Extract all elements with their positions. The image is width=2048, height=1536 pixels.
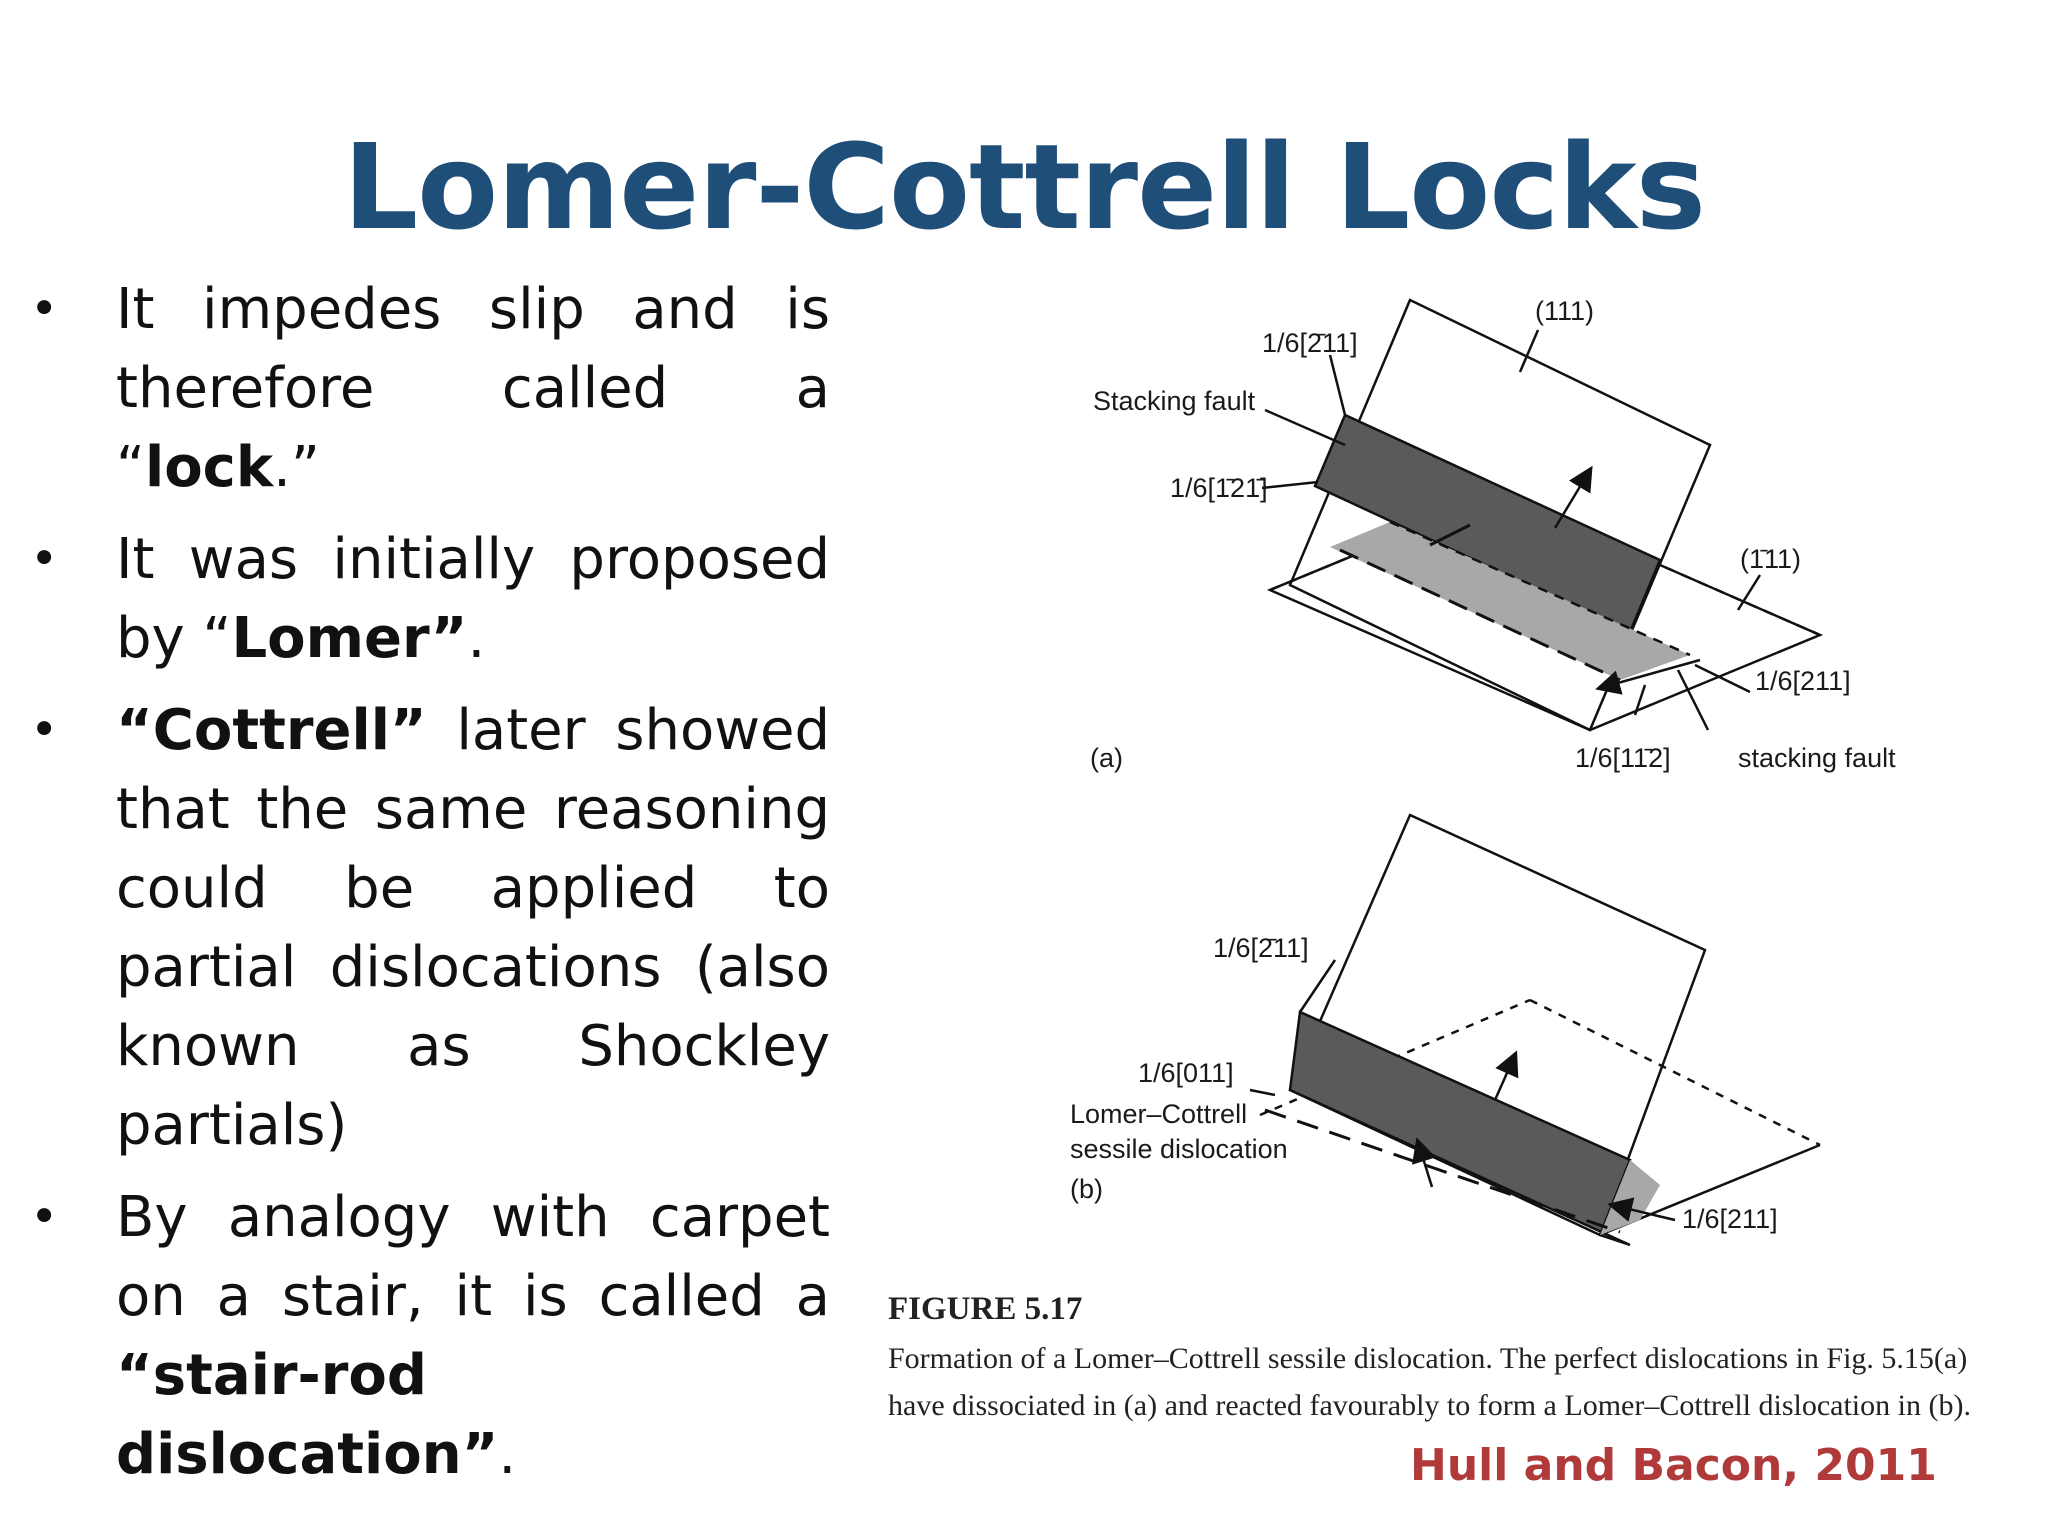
label-panel-a: (a) bbox=[1090, 743, 1123, 773]
label-lc-line1: Lomer–Cottrell bbox=[1070, 1099, 1247, 1129]
bullet-list: • It impedes slip and is therefore called… bbox=[30, 270, 830, 1507]
caption-text: Formation of a Lomer–Cottrell sessile di… bbox=[888, 1342, 1971, 1422]
label-lc-line2: sessile dislocation bbox=[1070, 1134, 1288, 1164]
panel-b bbox=[1249, 813, 1821, 1247]
bullet-text: “Cottrell” later showed that the same re… bbox=[116, 698, 830, 1158]
label-b-vec-011: 1/6[011] bbox=[1138, 1058, 1234, 1088]
figure-number: FIGURE 5.17 bbox=[888, 1291, 1083, 1327]
bullet-run: later showed that the same reasoning cou… bbox=[116, 698, 830, 1158]
bullet-bold-run: lock bbox=[145, 435, 274, 500]
bullet-text: By analogy with carpet on a stair, it is… bbox=[116, 1185, 830, 1487]
bullet-item: • It impedes slip and is therefore called… bbox=[30, 270, 830, 507]
label-stacking-fault-lower: stacking fault bbox=[1738, 743, 1896, 773]
label-panel-b: (b) bbox=[1070, 1174, 1103, 1204]
label-b-vec-m211: 1/6[2̄11] bbox=[1213, 933, 1309, 963]
bullet-item: • By analogy with carpet on a stair, it i… bbox=[30, 1178, 830, 1494]
bullet-run: .” bbox=[273, 435, 320, 500]
label-a-vec-1m2m1: 1/6[1̄21̄] bbox=[1170, 473, 1268, 503]
label-b-vec-211: 1/6[211] bbox=[1682, 1204, 1778, 1234]
bullet-run: It was initially proposed by “ bbox=[116, 527, 830, 671]
slide-title: Lomer-Cottrell Locks bbox=[342, 118, 1706, 256]
bullet-run: . bbox=[498, 1422, 517, 1487]
panel-a bbox=[1261, 298, 1824, 732]
label-a-vec-1m12: 1/6[11̄2] bbox=[1575, 743, 1671, 773]
bullet-text: It was initially proposed by “Lomer”. bbox=[116, 527, 830, 671]
label-a-vec-m211: 1/6[2̄11] bbox=[1262, 328, 1358, 358]
lomer-cottrell-figure: (111) 1/6[2̄11] Stacking fault 1/6[1̄21̄… bbox=[1000, 260, 2000, 1260]
bullet-item: • It was initially proposed by “Lomer”. bbox=[30, 520, 830, 678]
lomer-cottrell-fault bbox=[1288, 1010, 1632, 1247]
figure-caption: FIGURE 5.17 Formation of a Lomer–Cottrel… bbox=[888, 1286, 2008, 1429]
bullet-dot: • bbox=[30, 702, 59, 758]
bullet-run: It impedes slip and is therefore called … bbox=[116, 277, 830, 500]
bullet-run: By analogy with carpet on a stair, it is… bbox=[116, 1185, 830, 1329]
bullet-dot: • bbox=[30, 281, 59, 337]
bullet-item: • “Cottrell” later showed that the same r… bbox=[30, 691, 830, 1165]
bullet-text: It impedes slip and is therefore called … bbox=[116, 277, 830, 500]
label-stacking-fault-upper: Stacking fault bbox=[1093, 386, 1256, 416]
bullet-bold-run: “Cottrell” bbox=[116, 698, 427, 763]
label-a-vec-211: 1/6[211] bbox=[1755, 666, 1851, 696]
bullet-dot: • bbox=[30, 531, 59, 587]
bullet-dot: • bbox=[30, 1189, 59, 1245]
stacking-fault-lower bbox=[1330, 522, 1690, 680]
bullet-bold-run: “stair-rod dislocation” bbox=[116, 1343, 499, 1487]
citation: Hull and Bacon, 2011 bbox=[1410, 1440, 1937, 1491]
bullet-bold-run: Lomer” bbox=[231, 606, 468, 671]
bullet-run: . bbox=[467, 606, 486, 671]
label-plane-m111: (1̄11) bbox=[1740, 544, 1801, 574]
label-plane-111: (111) bbox=[1535, 296, 1594, 326]
figure-drawing: (111) 1/6[2̄11] Stacking fault 1/6[1̄21̄… bbox=[1070, 296, 1896, 1247]
